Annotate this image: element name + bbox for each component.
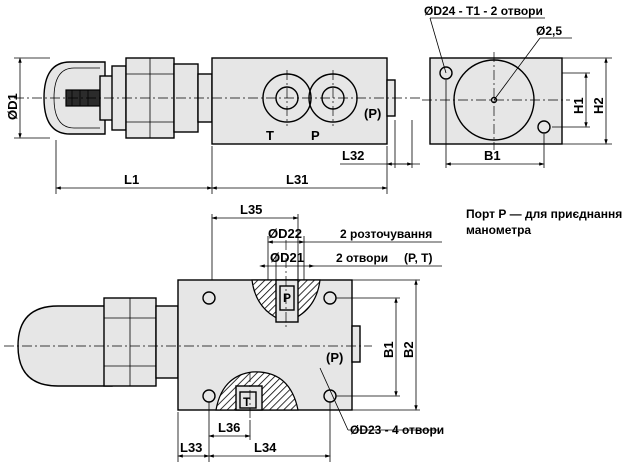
- dim-l35: L35: [240, 202, 262, 217]
- mount-hole-tl: [202, 291, 216, 305]
- dim-h1: H1: [571, 97, 586, 114]
- top-port-p-paren-label: (P): [364, 106, 381, 121]
- dim-d1: ØD1: [5, 93, 20, 120]
- dim-d23: ØD23 - 4 отвори: [350, 423, 444, 437]
- dim-d24: ØD24 - T1 - 2 отвори: [424, 4, 543, 18]
- dim-l34: L34: [254, 440, 277, 455]
- front-view: P T (P) L35 ØD22 2 розточування ØD21: [4, 202, 444, 462]
- dim-l36: L36: [218, 420, 240, 435]
- dim-l1: L1: [124, 172, 139, 187]
- top-view: T P (P) ØD1 L1 L31 L32: [5, 57, 420, 194]
- dim-l32: L32: [342, 148, 364, 163]
- dim-h2: H2: [591, 97, 606, 114]
- dim-d22: ØD22: [268, 226, 302, 241]
- mount-hole-lower: [537, 120, 551, 134]
- mount-hole-upper: [439, 66, 453, 80]
- dim-d21-ports: (P, T): [404, 251, 432, 265]
- dim-d21-note: 2 отвори: [336, 251, 388, 265]
- top-port-t-label: T: [266, 128, 274, 143]
- dim-front-b1: B1: [381, 341, 396, 358]
- dim-l31: L31: [286, 172, 308, 187]
- dim-side-b1: B1: [484, 148, 501, 163]
- note-line-1: Порт Р — для приєднання: [466, 207, 622, 221]
- dim-d22-note: 2 розточування: [340, 227, 432, 241]
- top-view-block: [211, 57, 388, 145]
- note-line-2: манометра: [466, 223, 531, 237]
- dim-l33: L33: [180, 440, 202, 455]
- front-port-p-paren-label: (P): [326, 350, 343, 365]
- front-port-p-label: P: [283, 291, 291, 305]
- top-port-p-label: P: [311, 128, 320, 143]
- dim-front-b2: B2: [401, 341, 416, 358]
- dim-d25: Ø2,5: [536, 24, 562, 38]
- dim-d21: ØD21: [270, 250, 304, 265]
- side-view: ØD24 - T1 - 2 отвори Ø2,5 H1 H2 B1: [422, 4, 612, 168]
- front-port-t-label: T: [243, 395, 251, 409]
- note: Порт Р — для приєднання манометра: [466, 207, 622, 237]
